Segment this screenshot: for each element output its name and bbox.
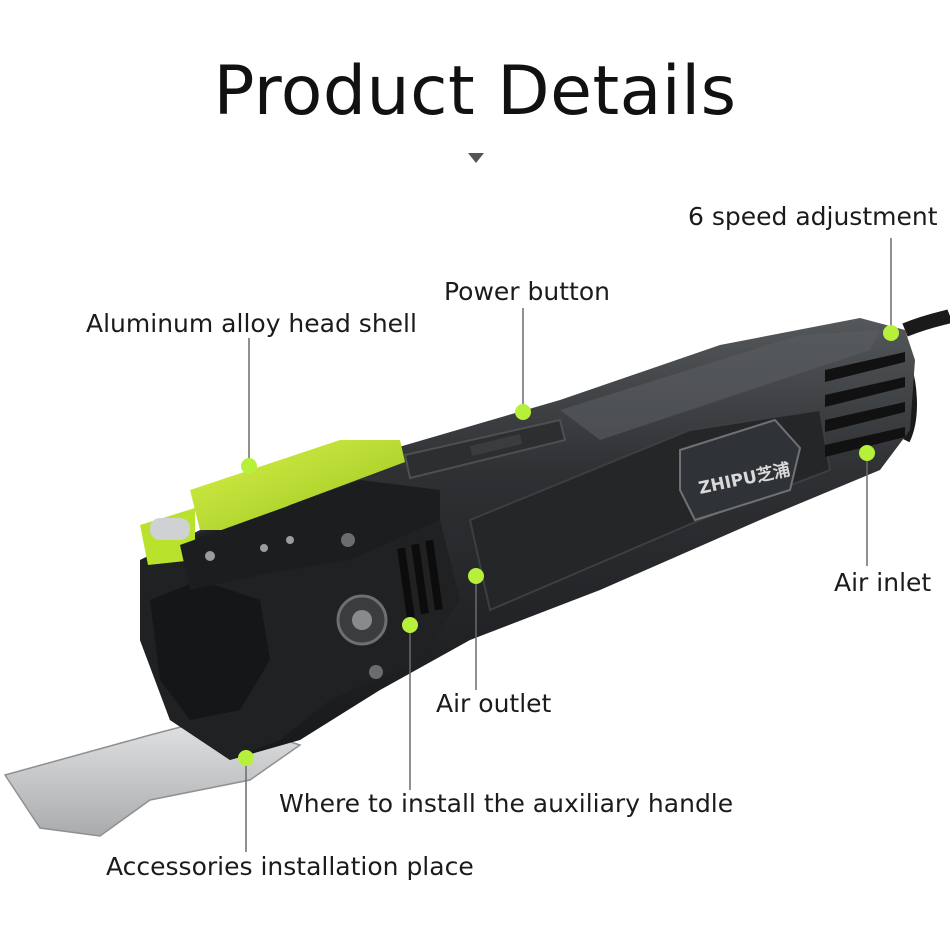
air-inlet-dot — [859, 445, 875, 461]
callout-head-shell: Aluminum alloy head shell — [86, 309, 417, 338]
head-shell-dot — [241, 458, 257, 474]
aux-handle-dot — [402, 617, 418, 633]
speed-dial-dot — [883, 325, 899, 341]
down-arrow-icon — [468, 153, 484, 163]
callout-auxiliary-handle: Where to install the auxiliary handle — [279, 789, 734, 818]
page-title: Product Details — [213, 52, 737, 131]
air-outlet-dot — [468, 568, 484, 584]
air-outlet-slots — [397, 539, 443, 619]
callout-air-inlet: Air inlet — [834, 568, 932, 597]
accessories-dot — [238, 750, 254, 766]
power-button-dot — [515, 404, 531, 420]
callout-power-button: Power button — [444, 277, 610, 306]
leader-lines — [245, 238, 892, 852]
callout-speed-adjustment: 6 speed adjustment — [688, 202, 938, 231]
air-inlet-vents — [825, 352, 905, 457]
callout-dots — [238, 325, 899, 766]
quick-release-lever — [140, 440, 440, 679]
callout-air-outlet: Air outlet — [436, 689, 552, 718]
callout-accessories: Accessories installation place — [106, 852, 474, 881]
